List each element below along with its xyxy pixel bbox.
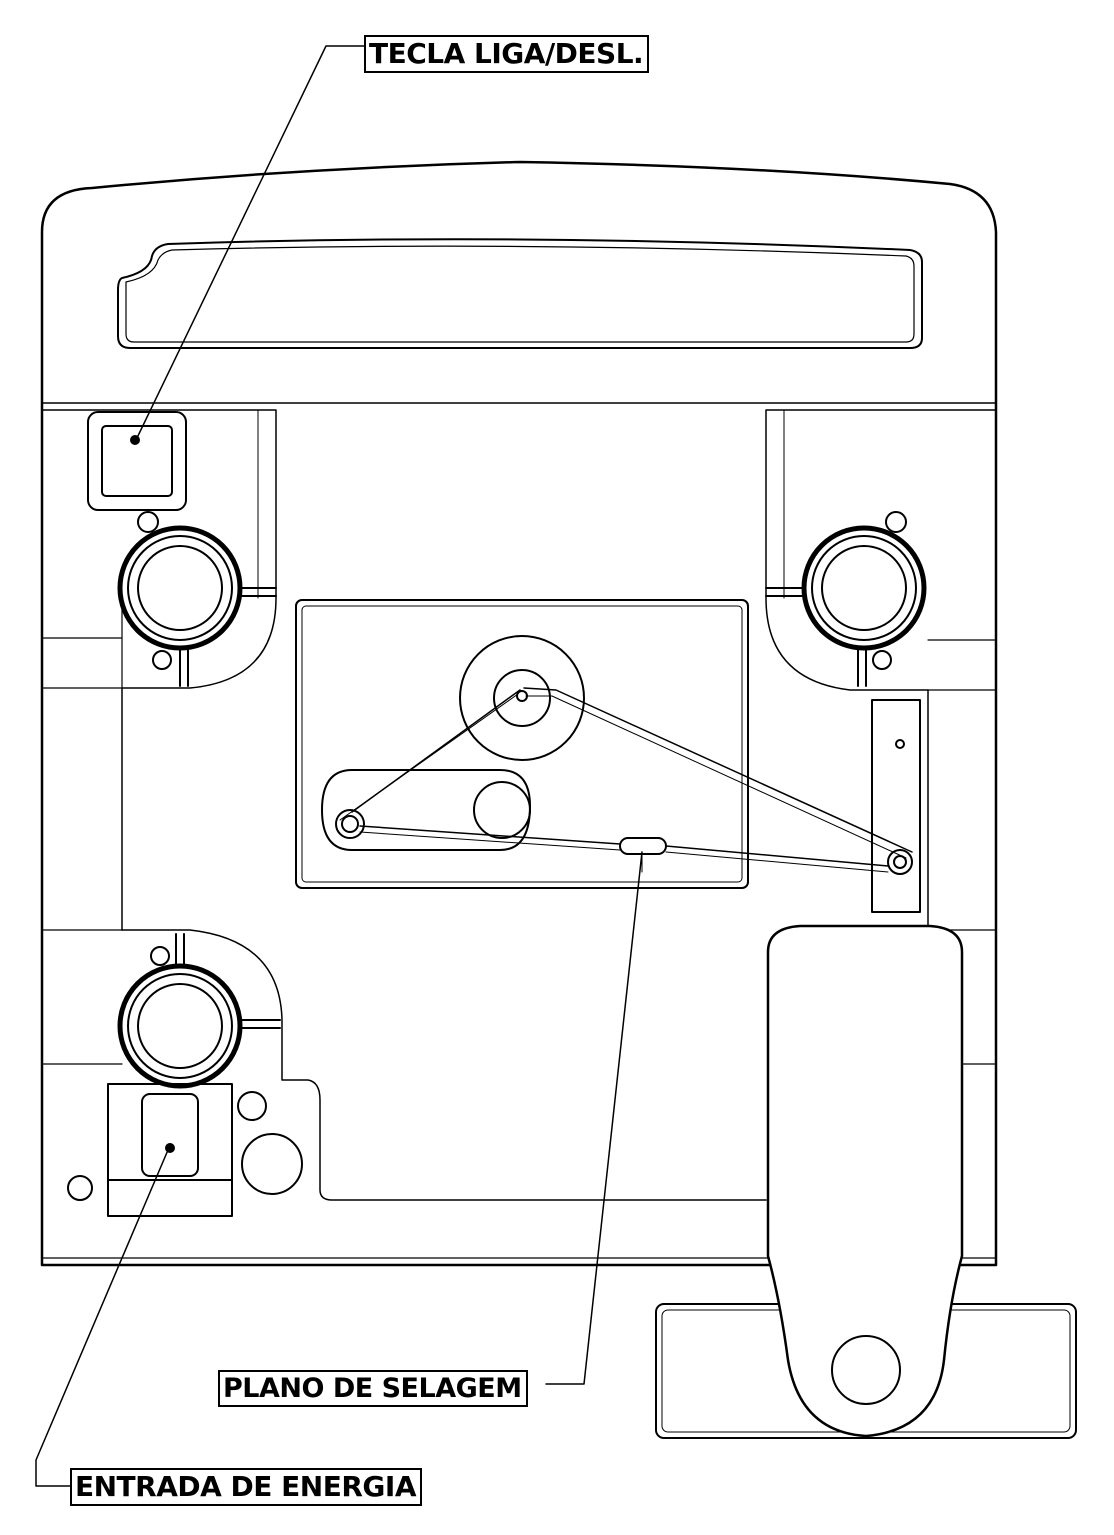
power-input-connector [67,1083,303,1217]
label-power-input: ENTRADA DE ENERGIA [70,1468,422,1506]
top-slot [117,238,923,349]
sealing-lever [655,924,1077,1439]
leader-lines [35,45,643,1487]
left-column [41,687,123,1065]
on-off-switch [87,411,187,511]
label-sealing-plane: PLANO DE SELAGEM [218,1370,528,1407]
foot-top-right [765,511,927,687]
right-upper-panel [765,409,997,691]
sealing-plate [295,599,913,889]
foot-top-left [117,511,277,687]
label-on-off-key: TECLA LIGA/DESL. [364,35,650,73]
foot-bottom-left [117,929,767,1201]
left-upper-panel [41,409,277,689]
